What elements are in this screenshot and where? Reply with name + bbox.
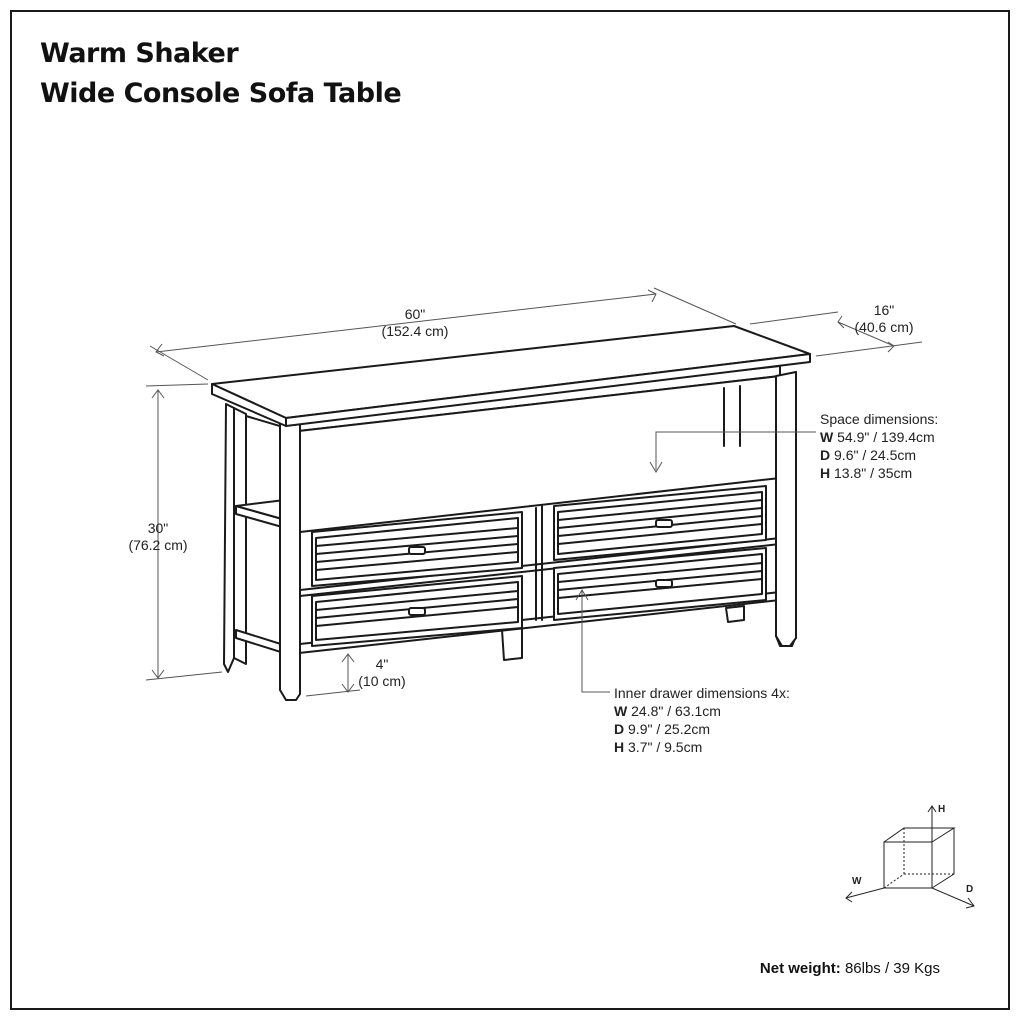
height-imperial: 30" [147,520,169,536]
axis-h-label: H [938,804,946,815]
depth-metric: (40.6 cm) [854,319,914,335]
net-weight-value: 86lbs / 39 Kgs [844,960,940,977]
tabletop [211,325,811,427]
right-inner-leg [725,605,745,623]
space-heading: Space dimensions: [820,411,939,427]
net-weight-label: Net weight: [759,960,841,977]
space-leader-line [649,431,816,473]
space-depth: D 9.6" / 24.5cm [820,447,917,463]
clearance-imperial: 4" [375,656,389,672]
axis-d-label: D [966,884,974,895]
back-left-leg [223,403,247,673]
depth-dimension-line [749,311,923,357]
depth-label: 16" (40.6 cm) [842,302,926,336]
pull-bottom-left [408,607,426,616]
drawer-height: H 3.7" / 9.5cm [614,739,703,755]
width-dimension-line [149,287,737,381]
clearance-metric: (10 cm) [358,673,406,689]
drawer-heading: Inner drawer dimensions 4x: [614,685,790,701]
drawer-width: W 24.8" / 63.1cm [614,703,721,719]
front-left-leg [279,421,301,701]
depth-imperial: 16" [873,302,895,318]
title-line-2: Wide Console Sofa Table [40,78,402,109]
front-right-leg [775,371,797,647]
pull-top-left [408,546,426,555]
axis-w-label: W [852,876,862,887]
frame-border [10,10,1010,1010]
width-imperial: 60" [404,306,426,322]
center-leg [501,627,523,661]
clearance-dimension-line [305,653,361,697]
pull-bottom-right [655,579,673,588]
height-dimension-line [145,383,223,681]
space-height: H 13.8" / 35cm [820,465,913,481]
drawer-depth: D 9.9" / 25.2cm [614,721,711,737]
pull-top-right [655,519,673,528]
drawer-leader-line [575,589,610,693]
space-dimensions: Space dimensions: W 54.9" / 139.4cm D 9.… [820,410,938,482]
height-metric: (76.2 cm) [128,537,188,553]
net-weight: Net weight: 86lbs / 39 Kgs [760,960,940,977]
clearance-label: 4" (10 cm) [350,656,414,690]
width-label: 60" (152.4 cm) [370,306,460,340]
title-line-1: Warm Shaker [40,38,239,69]
height-label: 30" (76.2 cm) [116,520,200,554]
width-metric: (152.4 cm) [381,323,449,339]
axis-cube-icon [845,805,975,909]
space-width: W 54.9" / 139.4cm [820,429,935,445]
drawer-dimensions: Inner drawer dimensions 4x: W 24.8" / 63… [614,684,790,756]
page-title: Warm Shaker Wide Console Sofa Table [40,34,402,114]
